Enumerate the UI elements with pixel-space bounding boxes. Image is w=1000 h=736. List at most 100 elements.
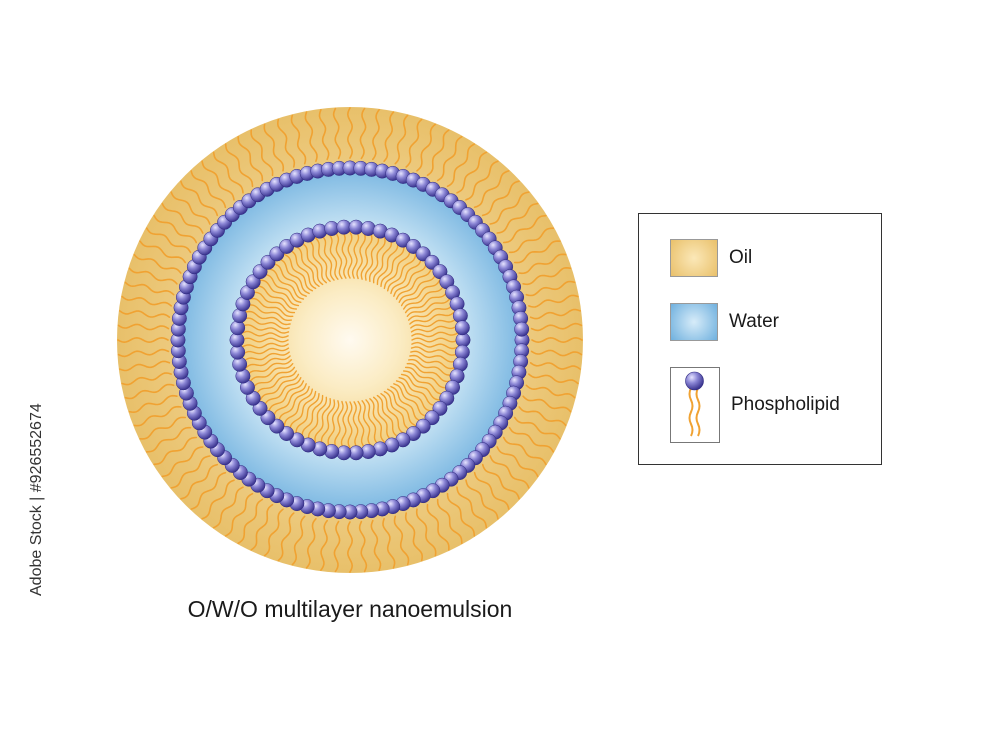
outer-phospholipid-tail [465, 479, 499, 520]
outer-phospholipid-tail [119, 360, 171, 372]
outer-phospholipid-tail [224, 143, 254, 188]
inner-phospholipid-tail [380, 393, 405, 435]
inner-phospholipid-tail [376, 394, 399, 438]
outer-phospholipid-tail [530, 349, 583, 357]
outer-phospholipid-tail [263, 508, 284, 557]
outer-phospholipid-tail [404, 512, 424, 562]
inner-phospholipid-tail [393, 262, 428, 297]
inner-phospholipid-tail [241, 337, 289, 343]
inner-phospholipid-tail [356, 232, 366, 280]
outer-phospholipid-tail [358, 520, 368, 573]
outer-phospholipid-tail [180, 180, 219, 217]
inner-phospholipid-tail [403, 285, 445, 310]
outer-phospholipid-tail [124, 281, 175, 296]
outer-phospholipid-tail [128, 394, 178, 414]
inner-phospholipid-tail [307, 396, 328, 441]
inner-phospholipid-tail [406, 298, 451, 317]
outer-phospholipid-tail [426, 129, 450, 177]
inner-phospholipid-tail [301, 242, 324, 286]
inner-phospholipid-tail [283, 253, 313, 292]
outer-phospholipid-tail [481, 463, 520, 500]
inner-phospholipid-tail [403, 370, 445, 395]
inner-phospholipid-head [454, 320, 470, 336]
inner-phospholipid-tail [364, 235, 380, 281]
outer-phospholipid-tail [446, 492, 476, 537]
inner-phospholipid-tail [410, 318, 457, 329]
outer-phospholipid-tail [502, 436, 547, 466]
inner-phospholipid-tail [387, 253, 417, 292]
inner-phospholipid-tail [341, 231, 348, 279]
inner-phospholipid-tail [361, 400, 372, 447]
outer-phospholipid-tail [117, 336, 169, 344]
outer-phospholipid-tail [318, 109, 330, 161]
inner-phospholipid-tail [241, 330, 289, 339]
outer-phospholipid-tail [333, 520, 341, 573]
outer-phospholipid-tail [529, 362, 581, 370]
inner-phospholipid-tail [263, 273, 302, 303]
inner-phospholipid-tail [243, 351, 290, 362]
outer-phospholipid-tail [481, 180, 520, 217]
outer-phospholipid-tail [201, 160, 235, 201]
inner-phospholipid-tail [360, 233, 373, 280]
outer-phospholipid-tail [237, 498, 264, 545]
outer-phospholipid-tail [446, 143, 476, 188]
inner-phospholipid-tail [383, 390, 411, 431]
inner-phospholipid-tail [340, 401, 349, 449]
outer-phospholipid-tail [124, 383, 175, 400]
outer-phospholipid-tail [224, 492, 254, 537]
legend-label-oil: Oil [729, 247, 753, 268]
inner-phospholipid-tail [411, 337, 459, 343]
outer-phospholipid-tail [513, 416, 561, 440]
inner-phospholipid-tail [278, 258, 310, 295]
outer-phospholipid-tail [237, 135, 264, 182]
legend: Oil Water Phospholipid [638, 213, 882, 465]
outer-phospholipid-tail [250, 129, 274, 177]
outer-phospholipid-tail [119, 310, 171, 318]
outer-phospholipid-tail [117, 323, 170, 331]
outer-phospholipid-tail [359, 107, 367, 160]
inner-phospholipid-tail [410, 325, 458, 333]
inner-phospholipid-tail [411, 341, 459, 350]
inner-phospholipid-tail [409, 354, 455, 370]
inner-phospholipid-tail [289, 390, 317, 431]
outer-phospholipid-tail [145, 227, 192, 254]
outer-phospholipid-tail [518, 406, 567, 427]
inner-phospholipid-tail [328, 233, 339, 280]
outer-phospholipid-tail [161, 446, 204, 478]
outer-phospholipid-tail [121, 372, 172, 386]
outer-phospholipid-tail [496, 446, 539, 478]
inner-phospholipid-tail [321, 235, 335, 281]
inner-phospholipid-tail [400, 279, 441, 307]
inner-phospholipid-tail [408, 304, 453, 321]
outer-phospholipid-tail [117, 348, 170, 358]
inner-phospholipid-tail [408, 359, 453, 376]
inner-phospholipid-tail [320, 399, 336, 445]
outer-phospholipid-tail [528, 373, 579, 385]
diagram-caption: O/W/O multilayer nanoemulsion [187, 596, 513, 622]
outer-phospholipid-tail [525, 280, 576, 297]
outer-phospholipid-tail [346, 107, 354, 159]
inner-phospholipid-tail [268, 268, 305, 300]
outer-phospholipid-tail [525, 384, 576, 399]
inner-phospholipid-tail [289, 249, 317, 290]
outer-phospholipid-tail [473, 471, 510, 510]
inner-phospholipid-tail [327, 400, 340, 447]
inner-phospholipid-tail [369, 237, 386, 282]
inner-phospholipid-tail [241, 342, 289, 349]
inner-phospholipid-tail [409, 311, 455, 325]
outer-phospholipid-tail [170, 191, 211, 225]
outer-phospholipid-tail [394, 114, 409, 165]
inner-phospholipid-tail [404, 291, 448, 314]
inner-phospholipid-tail [372, 239, 393, 284]
outer-phospholipid-tail [530, 322, 583, 332]
inner-phospholipid-tail [365, 399, 379, 445]
outer-phospholipid-tail [170, 455, 211, 489]
outer-phospholipid-tail [528, 294, 579, 308]
inner-oil-core [241, 231, 459, 449]
outer-phospholipid-tail [250, 503, 274, 551]
legend-label-water: Water [729, 311, 779, 332]
outer-phospholipid-tail [276, 118, 296, 168]
outer-phospholipid-tail [415, 508, 437, 557]
inner-phospholipid-tail [334, 400, 344, 448]
inner-phospholipid-tail [252, 291, 296, 314]
